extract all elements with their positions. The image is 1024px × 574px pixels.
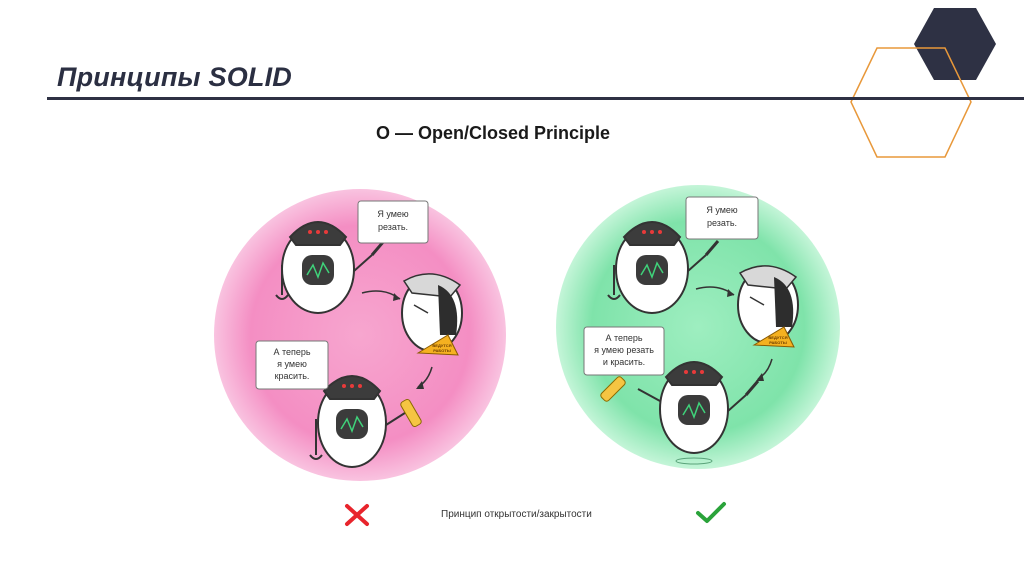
title-underline <box>47 97 1024 100</box>
robot-cutter <box>275 221 386 314</box>
bubble-bottom-line-3: красить. <box>275 371 310 381</box>
slide-subtitle: O — Open/Closed Principle <box>375 123 611 143</box>
bubble-bottom-line-3: и красить. <box>603 357 645 367</box>
robot-cutter <box>607 221 720 314</box>
bubble-bottom-line-2: я умею <box>277 359 307 369</box>
robot-painter <box>309 375 422 468</box>
bubble-top-line-2: резать. <box>378 222 408 232</box>
right-illustration: Я умею резать. ВЕДУТСЯ РАБОТЫ <box>556 185 840 469</box>
robot-under-construction: ВЕДУТСЯ РАБОТЫ <box>361 273 463 389</box>
sign-line-2: РАБОТЫ <box>433 348 451 353</box>
bubble-top-line-1: Я умею <box>706 205 738 215</box>
bubble-bottom-line-1: А теперь <box>273 347 310 357</box>
speech-bubble-top: Я умею резать. <box>357 200 429 244</box>
orange-hexagon-outline <box>850 47 972 158</box>
sign-line-1: ВЕДУТСЯ <box>432 343 451 348</box>
dark-hexagon <box>914 8 996 80</box>
figure-caption: Принцип открытости/закрытости <box>441 509 592 520</box>
check-icon <box>696 502 726 523</box>
robot-under-construction: ВЕДУТСЯ РАБОТЫ <box>695 265 799 381</box>
speech-bubble-bottom: А теперь я умею красить. <box>255 340 329 390</box>
slide-title: Принципы SOLID <box>57 62 293 92</box>
cross-icon <box>345 504 369 526</box>
bubble-top-line-2: резать. <box>707 218 737 228</box>
speech-bubble-bottom: А теперь я умею резать и красить. <box>583 326 665 376</box>
sign-line-1: ВЕДУТСЯ <box>768 335 787 340</box>
bubble-bottom-line-2: я умею резать <box>594 345 654 355</box>
sign-line-2: РАБОТЫ <box>769 340 787 345</box>
robot-cutter-and-painter <box>600 361 760 465</box>
speech-bubble-top: Я умею резать. <box>685 196 759 240</box>
left-illustration: Я умею резать. ВЕДУТСЯ РАБОТЫ <box>214 189 506 481</box>
bubble-top-line-1: Я умею <box>377 209 409 219</box>
bubble-bottom-line-1: А теперь <box>605 333 642 343</box>
